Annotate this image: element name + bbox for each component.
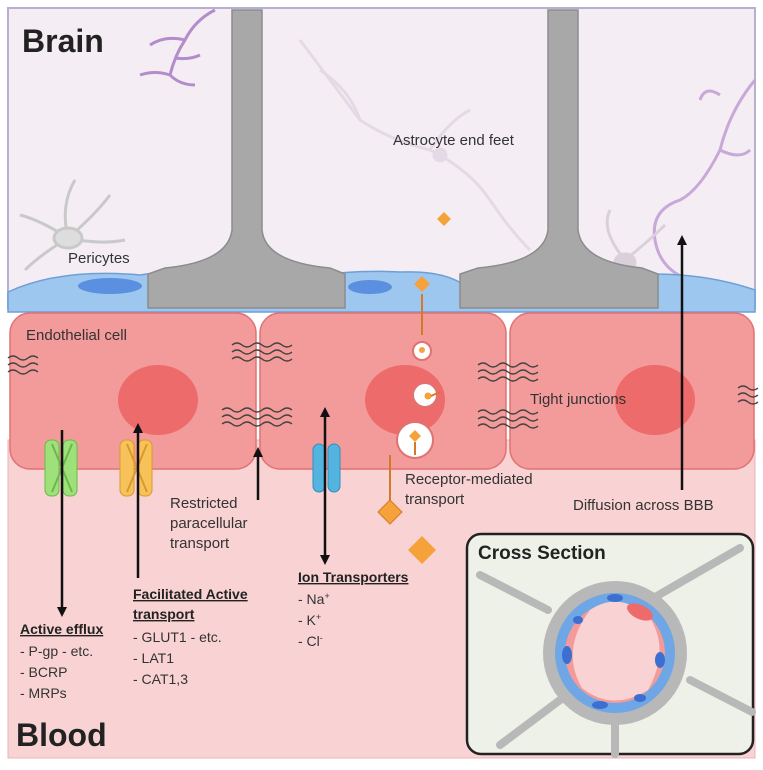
pericyte-nucleus-center: [348, 280, 392, 294]
ion-transporters-title: Ion Transporters: [298, 569, 409, 585]
molecule-icon-vesicle-medium: [424, 392, 432, 400]
pericyte-nucleus-left: [78, 278, 142, 294]
molecule-icon-bottom-1: [377, 499, 403, 525]
molecule-icon-vesicle-large: [409, 430, 421, 442]
neuron-right-purple: [652, 79, 757, 282]
neuron-faint-center: [298, 39, 532, 252]
facilitated-item-2: - LAT1: [133, 650, 174, 666]
molecule-icon-vesicle-small: [419, 347, 425, 353]
paracellular-label-line3: transport: [170, 535, 230, 552]
tight-junctions-group: [7, 342, 759, 429]
receptor-mediated-transport-path: [377, 212, 451, 564]
paracellular-label-line1: Restricted: [170, 495, 238, 512]
facilitated-item-1: - GLUT1 - etc.: [133, 629, 222, 645]
pericytes-label: Pericytes: [68, 250, 130, 267]
tight-junction-2: [221, 407, 293, 427]
facilitated-title-line1: Facilitated Active: [133, 586, 248, 602]
molecule-icon-brain: [437, 212, 451, 226]
lumen: [572, 601, 660, 701]
receptor-mediated-label-line1: Receptor-mediated: [405, 471, 533, 488]
molecule-icon-top: [414, 276, 430, 292]
tight-junction-edge-left: [7, 355, 39, 375]
tight-junction-edge-right: [737, 385, 759, 405]
neuron-purple: [139, 8, 216, 87]
ion-item-1: - Na+: [298, 591, 330, 607]
cross-section-inset: [465, 532, 756, 758]
ion-item-2: - K+: [298, 612, 321, 628]
diffusion-label: Diffusion across BBB: [573, 497, 714, 514]
brain-label: Brain: [22, 23, 104, 59]
astrocyte-end-foot-left: [147, 9, 346, 309]
paracellular-label-line2: paracellular: [170, 515, 248, 532]
ion-item-3: - Cl-: [298, 633, 323, 649]
tight-junction-4: [477, 409, 539, 429]
efflux-pump-icon: [44, 439, 78, 497]
active-efflux-item-1: - P-gp - etc.: [20, 643, 93, 659]
tight-junction-1: [231, 342, 293, 362]
nucleus-left: [118, 365, 198, 435]
astrocyte-end-feet-label: Astrocyte end feet: [393, 132, 515, 149]
active-efflux-title: Active efflux: [20, 621, 103, 637]
pericyte-cell-body-left: [19, 179, 126, 272]
astrocyte-end-foot-right: [459, 9, 659, 309]
active-efflux-item-2: - BCRP: [20, 664, 67, 680]
active-efflux-item-3: - MRPs: [20, 685, 67, 701]
molecule-icon-bottom-2: [408, 536, 436, 564]
cross-section-title: Cross Section: [478, 543, 606, 564]
endothelial-cell-label: Endothelial cell: [26, 327, 127, 344]
facilitated-item-3: - CAT1,3: [133, 671, 188, 687]
blood-label: Blood: [16, 717, 107, 753]
receptor-mediated-label-line2: transport: [405, 491, 465, 508]
tight-junction-3: [477, 362, 539, 382]
facilitated-title-line2: transport: [133, 606, 195, 622]
nucleus-right: [615, 365, 695, 435]
tight-junctions-label: Tight junctions: [530, 391, 626, 408]
